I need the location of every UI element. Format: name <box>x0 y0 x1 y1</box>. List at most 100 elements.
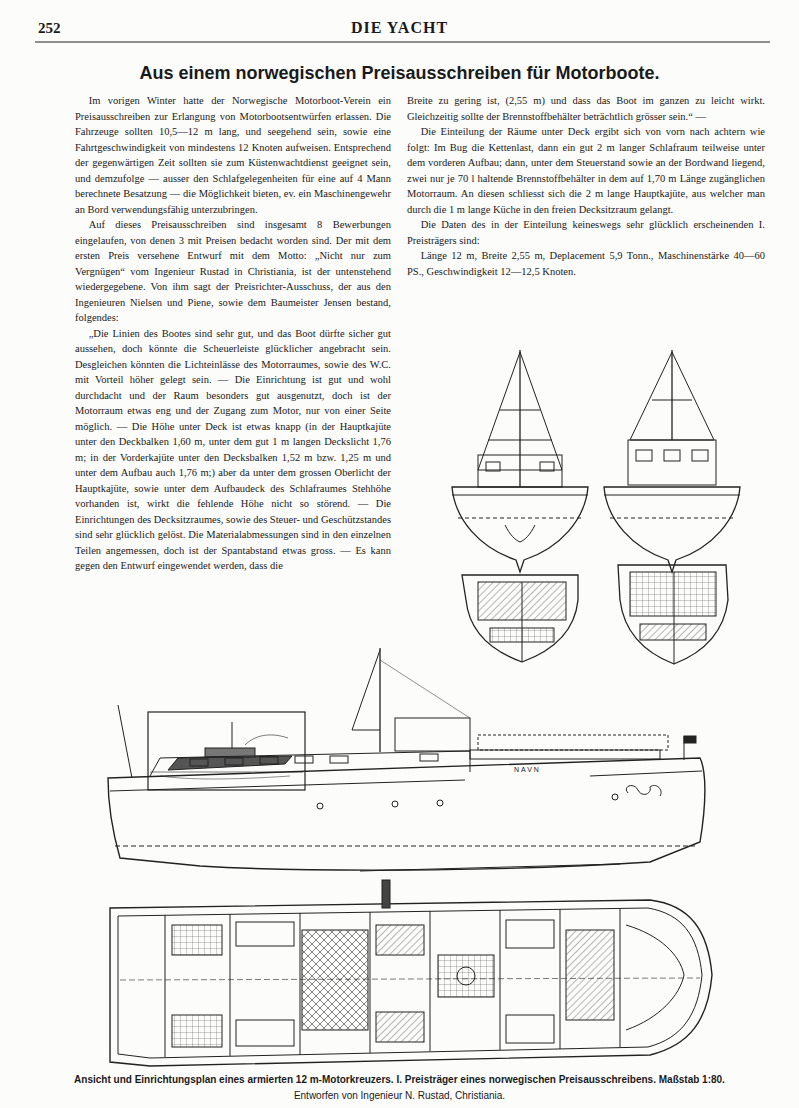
paragraph: Die Einteilung der Räume unter Deck ergi… <box>407 124 765 217</box>
bow-view <box>500 410 540 411</box>
side-elevation <box>379 648 380 752</box>
plan-view <box>438 955 494 997</box>
side-elevation <box>626 785 661 796</box>
stern-view <box>604 487 740 572</box>
side-elevation <box>470 750 660 759</box>
plan-view <box>382 880 390 908</box>
plan-view <box>370 912 371 1053</box>
article-title: Aus einem norwegischen Preisausschreiben… <box>0 63 799 84</box>
cross-section <box>640 624 706 640</box>
side-elevation <box>330 756 348 763</box>
cross-section <box>630 572 716 616</box>
paragraph: Breite zu gering ist, (2,55 m) und dass … <box>407 93 765 124</box>
plan-view <box>506 1015 554 1043</box>
bow-view <box>452 350 588 572</box>
bow-view <box>478 352 562 470</box>
stern-view <box>664 450 680 461</box>
figure-caption: Ansicht und Einrichtungsplan eines armie… <box>0 1074 799 1085</box>
cross-section <box>522 582 523 662</box>
plan-view <box>118 908 702 1058</box>
stern-view <box>636 450 652 461</box>
plan-view <box>172 925 222 955</box>
bow-view <box>488 440 552 441</box>
side-elevation <box>150 751 470 776</box>
side-elevation <box>190 759 208 766</box>
plan-view <box>302 930 368 1030</box>
stern-view <box>630 352 714 440</box>
plan-view <box>110 900 712 1066</box>
bow-view <box>478 455 562 487</box>
designer-credit: Entworfen von Ingenieur N. Rustad, Chris… <box>0 1090 799 1101</box>
paragraph: Auf dieses Preisausschreiben sind insges… <box>75 217 391 326</box>
bow-view <box>452 495 588 496</box>
side-elevation <box>108 648 705 871</box>
stern-view <box>671 350 672 440</box>
plan-view <box>236 922 294 946</box>
text-column: Im vorigen Winter hatte der Norwegische … <box>75 93 391 574</box>
header-rule <box>35 42 770 43</box>
cross-section <box>618 565 728 664</box>
side-elevation <box>395 718 470 751</box>
stern-view <box>628 440 716 485</box>
paragraph: Die Daten des in der Einteilung keineswe… <box>407 217 765 248</box>
plan-view <box>626 925 684 1030</box>
plan-view <box>560 909 561 1049</box>
plan-view <box>506 920 554 948</box>
bow-view <box>452 487 588 572</box>
inset-sketch <box>160 776 290 779</box>
side-elevation <box>118 705 132 778</box>
side-elevation <box>225 758 243 765</box>
stern-view <box>604 495 740 496</box>
side-elevation <box>360 864 620 871</box>
inset-sketch <box>245 735 288 745</box>
inset-sketch <box>148 712 305 790</box>
paragraph: Im vorigen Winter hatte der Norwegische … <box>75 93 391 217</box>
inset-sketch <box>148 712 305 790</box>
side-elevation <box>420 754 438 761</box>
side-elevation <box>108 758 705 870</box>
side-elevation <box>612 794 618 800</box>
plan-view <box>236 1020 294 1046</box>
side-elevation <box>295 756 313 763</box>
bow-view <box>540 462 554 471</box>
cross-section <box>462 575 578 662</box>
running-head: DIE YACHT <box>0 19 799 37</box>
plan-view <box>457 967 475 985</box>
bow-view <box>486 462 500 471</box>
side-elevation <box>392 801 398 807</box>
caption-text: Ansicht und Einrichtungsplan eines armie… <box>74 1074 725 1085</box>
cross-section <box>462 565 728 664</box>
side-elevation <box>115 846 695 847</box>
plan-view <box>230 914 231 1056</box>
side-elevation <box>110 771 702 791</box>
plan-view <box>165 915 166 1057</box>
inset-sketch <box>168 756 292 770</box>
side-elevation <box>478 735 668 750</box>
side-elevation <box>684 736 696 743</box>
title-text: Aus einem norwegischen Preisausschreiben… <box>139 63 659 83</box>
plan-view <box>500 910 501 1050</box>
boat-name: NAVN <box>513 766 542 773</box>
side-elevation <box>437 800 443 806</box>
side-elevation <box>380 660 470 718</box>
paragraph: „Die Linien des Bootes sind sehr gut, un… <box>75 326 391 574</box>
stern-view <box>604 350 740 572</box>
plan-view <box>300 913 301 1055</box>
inset-sketch <box>232 722 233 748</box>
page-number: 252 <box>38 20 61 37</box>
stern-view <box>692 450 708 461</box>
cross-section <box>674 572 675 664</box>
bow-view <box>505 525 535 542</box>
plan-view <box>120 978 700 980</box>
bow-view <box>519 350 520 487</box>
plan-view <box>376 925 424 955</box>
side-elevation <box>260 757 278 764</box>
plan-view <box>430 911 431 1051</box>
side-elevation <box>352 650 380 730</box>
plan-view <box>172 1015 222 1047</box>
text-column: Breite zu gering ist, (2,55 m) und dass … <box>407 93 765 279</box>
paragraph: Länge 12 m, Breite 2,55 m, Deplacement 5… <box>407 248 765 279</box>
stern-view <box>610 518 734 519</box>
bow-view <box>458 518 582 519</box>
plan-view <box>376 1012 424 1042</box>
